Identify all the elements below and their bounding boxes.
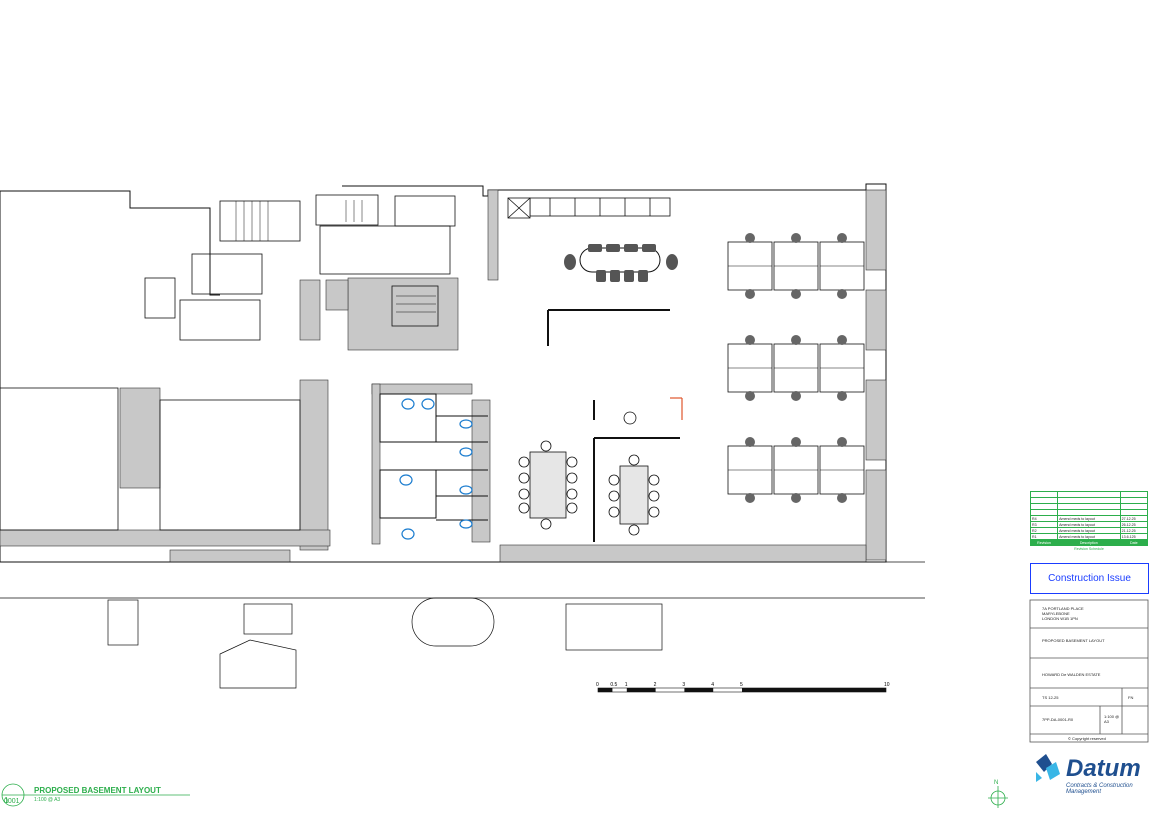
chair xyxy=(745,391,755,401)
address-line: MARYLEBONE xyxy=(1042,611,1070,616)
chair xyxy=(837,391,847,401)
chair xyxy=(837,233,847,243)
view-marker-icon xyxy=(1,783,190,807)
chair xyxy=(837,437,847,447)
chair xyxy=(791,335,801,345)
wall-masses xyxy=(0,189,887,563)
sheet-ref: 0001 xyxy=(4,798,20,805)
address-line: LONDON W1B 1PN xyxy=(1042,616,1078,621)
client-name: HOWARD De WALDEN ESTATE xyxy=(1042,672,1101,677)
address-line: 7A PORTLAND PLACE xyxy=(1042,606,1084,611)
drawing-title: PROPOSED BASEMENT LAYOUT xyxy=(34,786,161,795)
scale-tick-label: 1 xyxy=(625,682,628,688)
paper-size: A3 xyxy=(1104,719,1109,724)
chair xyxy=(791,233,801,243)
scale-value: 1:100 @ xyxy=(1104,714,1120,719)
building-shell xyxy=(0,183,887,563)
left-rooms xyxy=(0,194,456,531)
company-name: Datum xyxy=(1066,755,1141,782)
company-tagline: Contracts & Construction Management xyxy=(1066,783,1133,795)
copyright-note: © Copyright reserved xyxy=(1068,736,1106,741)
revision-caption: Revision Schedule xyxy=(1074,546,1104,551)
chair xyxy=(791,493,801,503)
scale-tick-label: 0 xyxy=(596,682,599,688)
chair xyxy=(745,335,755,345)
chair xyxy=(791,391,801,401)
chair xyxy=(791,289,801,299)
kitchen-counter xyxy=(507,197,671,219)
chair xyxy=(837,493,847,503)
scale-tick-label: 3 xyxy=(682,682,685,688)
chair xyxy=(837,289,847,299)
scale-tick-label: 4 xyxy=(711,682,714,688)
boardroom-table xyxy=(564,244,678,282)
scale-segment xyxy=(598,688,613,692)
scale-segment xyxy=(742,688,886,692)
wc-block xyxy=(379,393,488,521)
north-label: N xyxy=(994,780,999,786)
scale-bar: 0 0.5 1 2 3 4 5 10 xyxy=(596,682,890,693)
status-badge: Construction Issue xyxy=(1030,563,1149,594)
chair xyxy=(837,335,847,345)
drawn-by: FN xyxy=(1128,695,1134,700)
north-arrow-icon xyxy=(988,786,1008,808)
chair xyxy=(745,233,755,243)
stair-treads xyxy=(235,200,436,313)
scale-segment xyxy=(684,688,714,692)
datum-logo-icon xyxy=(1036,754,1060,782)
drawing-scale-note: 1:100 @ A3 xyxy=(34,797,61,803)
drawing-scale: 1:100 @ A3 xyxy=(1104,714,1119,724)
scale-tick-label: 2 xyxy=(654,682,657,688)
workstation-clusters xyxy=(727,233,865,503)
chair xyxy=(745,437,755,447)
scale-tick-label: 0.5 xyxy=(610,682,617,688)
scale-segment xyxy=(626,688,656,692)
vaults-front xyxy=(0,561,925,689)
drawing-title-block: PROPOSED BASEMENT LAYOUT xyxy=(1042,638,1105,643)
meeting-tables xyxy=(518,411,660,536)
chair xyxy=(745,493,755,503)
job-number: TS 12-25 xyxy=(1042,695,1059,700)
wc-fittings xyxy=(399,398,473,540)
scale-tick-label: 5 xyxy=(740,682,743,688)
chair xyxy=(791,437,801,447)
view-number: 1 xyxy=(4,796,9,805)
project-address: 7A PORTLAND PLACE MARYLEBONE LONDON W1B … xyxy=(1042,606,1084,621)
scale-tick-label: 10 xyxy=(884,682,890,688)
office-partitions xyxy=(547,309,680,542)
chair xyxy=(745,289,755,299)
title-block-frame xyxy=(1029,599,1149,743)
drawing-number: 7PP-DA-0001-R0 xyxy=(1042,717,1074,722)
